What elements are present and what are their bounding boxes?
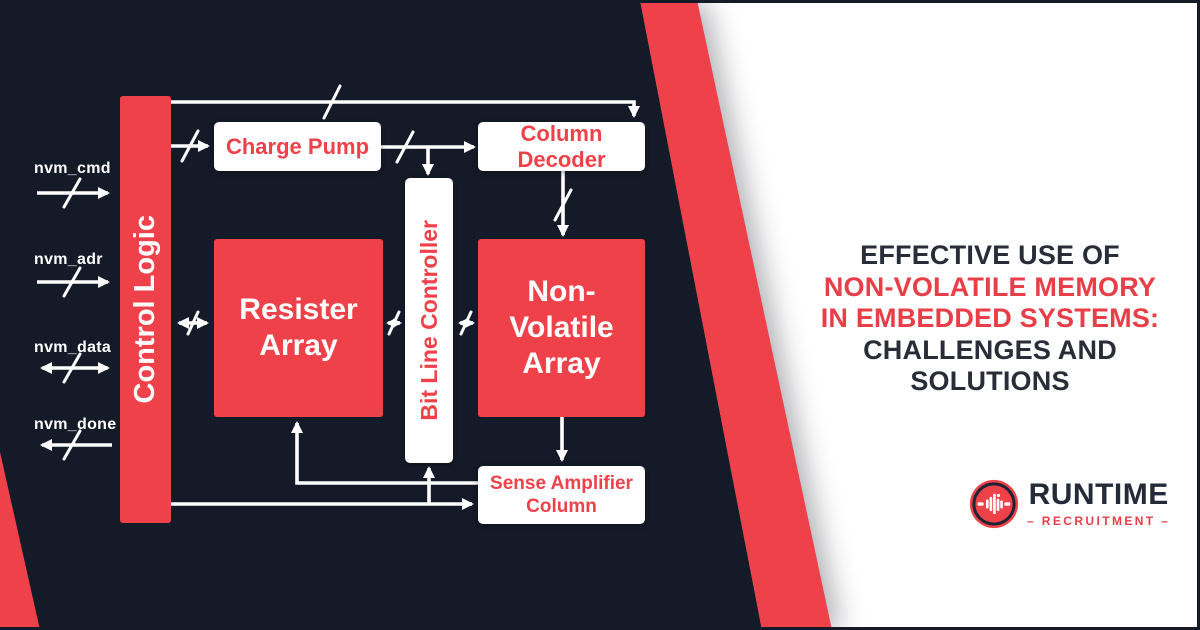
block-column-decoder: Column Decoder [478, 120, 645, 172]
bus-tick [395, 130, 415, 164]
signal-label-nvm-adr: nvm_adr [34, 251, 103, 268]
bus-tick [62, 266, 82, 298]
bus-tick [387, 310, 401, 336]
signal-label-nvm-data: nvm_data [34, 339, 112, 356]
block-non-volatile-array: Non- Volatile Array [478, 239, 645, 417]
brand-text: RUNTIME – RECRUITMENT – [1027, 478, 1171, 529]
title-line: IN EMBEDDED SYSTEMS: [820, 303, 1160, 333]
block-sense-amplifier-column: Sense Amplifier Column [478, 466, 645, 524]
block-label: Resister Array [239, 293, 358, 362]
block-label: Charge Pump [225, 133, 370, 159]
title-line: EFFECTIVE USE OF [860, 240, 1120, 270]
brand-subtitle: – RECRUITMENT – [1027, 514, 1171, 528]
block-bit-line-controller: Bit Line Controller [405, 178, 453, 463]
signal-label-nvm-cmd: nvm_cmd [34, 160, 111, 177]
block-label: Bit Line Controller [415, 220, 442, 421]
soundwave-badge-icon [969, 479, 1019, 529]
bus-tick [180, 129, 200, 163]
bus-tick [553, 188, 573, 222]
title-line: CHALLENGES AND [863, 334, 1117, 365]
bus-tick [62, 177, 82, 209]
signal-label-nvm-done: nvm_done [34, 416, 117, 433]
title-line: NON-VOLATILE MEMORY [823, 271, 1157, 302]
block-resister-array: Resister Array [214, 239, 383, 417]
block-label: Non- Volatile Array [509, 275, 614, 380]
bus-tick [186, 310, 200, 336]
brand-name: RUNTIME [1028, 478, 1169, 511]
wire-control-to-column-decoder [171, 100, 640, 118]
block-label: Sense Amplifier Column [490, 473, 633, 517]
title-line: SOLUTIONS [910, 366, 1070, 396]
block-label: Control Logic [129, 215, 161, 404]
bus-tick [62, 352, 82, 384]
bus-tick [322, 84, 342, 120]
bus-tick [459, 310, 473, 336]
bus-tick [62, 429, 82, 461]
card-title: EFFECTIVE USE OF NON-VOLATILE MEMORY IN … [795, 240, 1185, 398]
block-charge-pump: Charge Pump [214, 122, 381, 171]
block-control-logic: Control Logic [120, 96, 171, 523]
block-label: Column Decoder [517, 120, 606, 172]
brand-logo: RUNTIME – RECRUITMENT – [969, 479, 1170, 529]
wire-sense-amplifier-to-resister [291, 421, 478, 485]
